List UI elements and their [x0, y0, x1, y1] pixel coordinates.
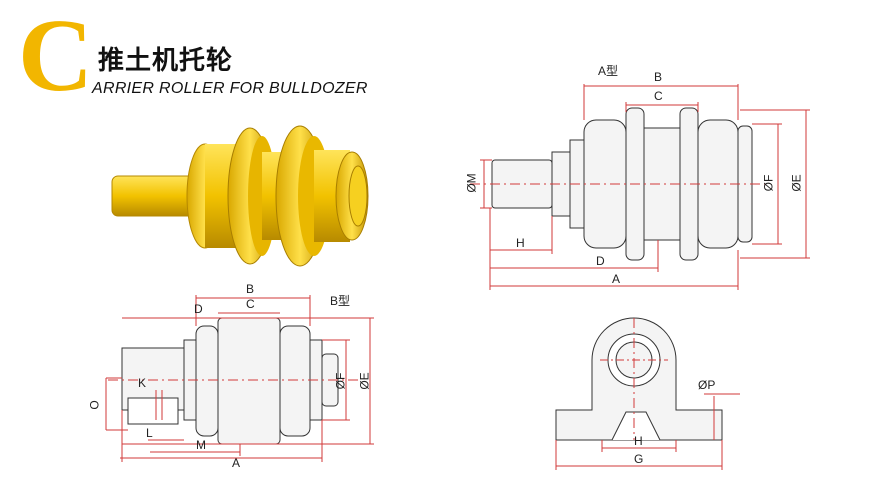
diagram-b-outline [121, 317, 339, 445]
dim-a-e: ØE [789, 174, 804, 192]
dim-bracket-p: ØP [698, 378, 716, 392]
dim-b-c: C [246, 297, 255, 311]
dim-a-f: ØF [761, 174, 776, 192]
diagram-b-type-label: B型 [330, 294, 351, 308]
dim-b-d: D [194, 302, 203, 316]
dim-b-a: A [232, 456, 241, 470]
dim-a-h: H [516, 236, 525, 250]
dim-bracket-g: G [634, 452, 644, 466]
page-title: 推土机托轮 [98, 46, 234, 76]
dim-b-m: M [196, 438, 206, 452]
dim-a-a: A [612, 272, 621, 286]
header: C 推土机托轮 ARRIER ROLLER FOR BULLDOZER [0, 0, 880, 110]
diagram-a-type-label: A型 [598, 64, 619, 78]
dim-a-d: D [596, 254, 605, 268]
dim-b-e: ØE [357, 372, 372, 390]
dim-a-c: C [654, 89, 663, 103]
dim-b-b: B [246, 282, 255, 296]
dim-b-f: ØF [333, 372, 348, 390]
dim-b-o: O [87, 400, 102, 410]
dim-b-l: L [146, 426, 153, 440]
page-subtitle: ARRIER ROLLER FOR BULLDOZER [92, 80, 368, 97]
dim-bracket-h: H [634, 434, 643, 448]
dim-a-b: B [654, 70, 663, 84]
dim-b-k: K [138, 376, 147, 390]
dim-a-m: ØM [464, 173, 479, 193]
logo-letter: C [18, 0, 94, 113]
